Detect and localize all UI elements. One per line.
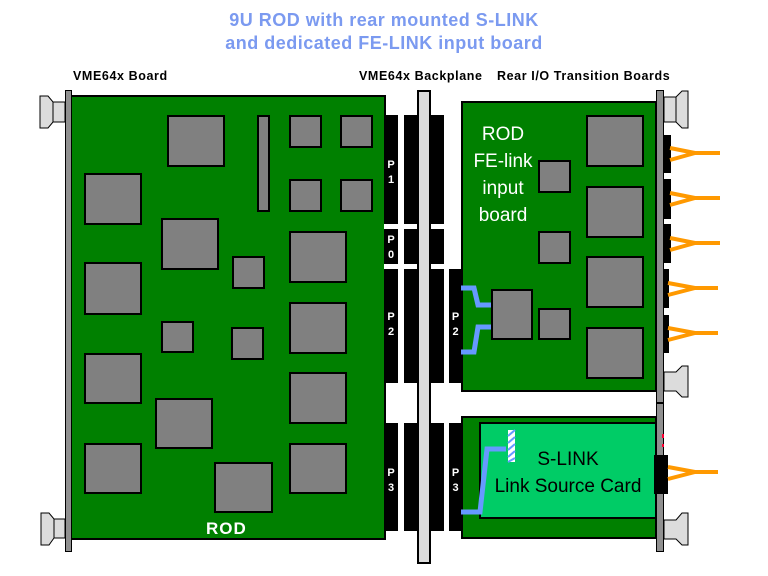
connector-column-rear-inner (430, 115, 444, 383)
ejector-handle-bottom-left (40, 512, 66, 546)
ejector-handle-middle-right (663, 365, 689, 398)
status-led (662, 434, 664, 438)
fe-chip-main (491, 289, 533, 340)
backplane-rail (417, 90, 431, 564)
fiber-connector (664, 224, 671, 263)
ejector-handle-top-left (39, 95, 66, 129)
fe-chip (586, 256, 644, 308)
fe-chip (538, 308, 571, 340)
rod-chip (214, 462, 273, 513)
rod-chip (167, 115, 225, 167)
fiber-cable (669, 146, 720, 162)
fe-link-board-label: ROD FE-link input board (473, 124, 533, 226)
backplane-label: VME64x Backplane (359, 69, 483, 83)
status-led (662, 444, 664, 447)
vme-board-label: VME64x Board (73, 69, 168, 83)
fe-chip (586, 327, 644, 379)
connector-p2-rear (449, 269, 462, 383)
rod-board-label: ROD (206, 519, 247, 538)
rod-chip (232, 256, 265, 289)
connector-p3-rear (449, 423, 462, 531)
rod-chip (84, 173, 142, 225)
fiber-connector (664, 269, 669, 308)
fiber-cable (667, 281, 718, 297)
connector-column-front-inner (404, 115, 418, 383)
fiber-connector (664, 179, 671, 219)
fe-chip (538, 231, 571, 264)
rod-chip (289, 443, 347, 494)
slink-fiber-cable (667, 465, 718, 481)
rod-chip (289, 115, 322, 148)
signal-trace (461, 446, 506, 515)
diagram-title-line-1: 9U ROD with rear mounted S-LINK (229, 10, 539, 30)
rear-transition-panel (656, 90, 664, 552)
rod-chip (340, 115, 373, 148)
slink-fiber-connector (654, 455, 668, 494)
connector-p3-front-inner (404, 423, 418, 531)
rod-chip (155, 398, 213, 449)
rod-chip (257, 115, 270, 212)
fiber-cable (667, 326, 718, 342)
fe-chip (586, 115, 644, 167)
signal-trace (461, 285, 491, 308)
diagram-title-line-2: and dedicated FE-LINK input board (225, 33, 543, 53)
rod-front-panel (65, 90, 72, 552)
rod-chip (231, 327, 264, 360)
fiber-connector (664, 135, 671, 173)
connector-p3-rear-inner (430, 423, 444, 531)
ejector-handle-bottom-right (663, 512, 689, 546)
fiber-connector (664, 315, 669, 353)
rod-chip (289, 302, 347, 354)
rod-chip (289, 372, 347, 424)
signal-trace (461, 324, 491, 355)
fe-chip (586, 186, 644, 238)
rod-chip (340, 179, 373, 212)
rod-chip (84, 353, 142, 404)
fiber-cable (669, 191, 720, 207)
link-source-card-label: S-LINK Link Source Card (494, 449, 642, 497)
panel-divider (656, 402, 664, 404)
fiber-cable (669, 236, 720, 252)
rear-io-label: Rear I/O Transition Boards (497, 69, 671, 83)
rod-chip (84, 262, 142, 315)
connector-p1-p2-front (384, 115, 398, 383)
rod-chip (84, 443, 142, 494)
rod-chip (289, 179, 322, 212)
rod-chip (161, 218, 219, 270)
rod-chip (289, 231, 347, 283)
connector-gap (398, 115, 404, 383)
rod-chip (161, 321, 194, 353)
connector-p3-front (384, 423, 398, 531)
connector-gap (384, 224, 444, 229)
ejector-handle-top-right (663, 90, 689, 129)
connector-gap (384, 264, 444, 269)
fe-chip (538, 160, 571, 193)
